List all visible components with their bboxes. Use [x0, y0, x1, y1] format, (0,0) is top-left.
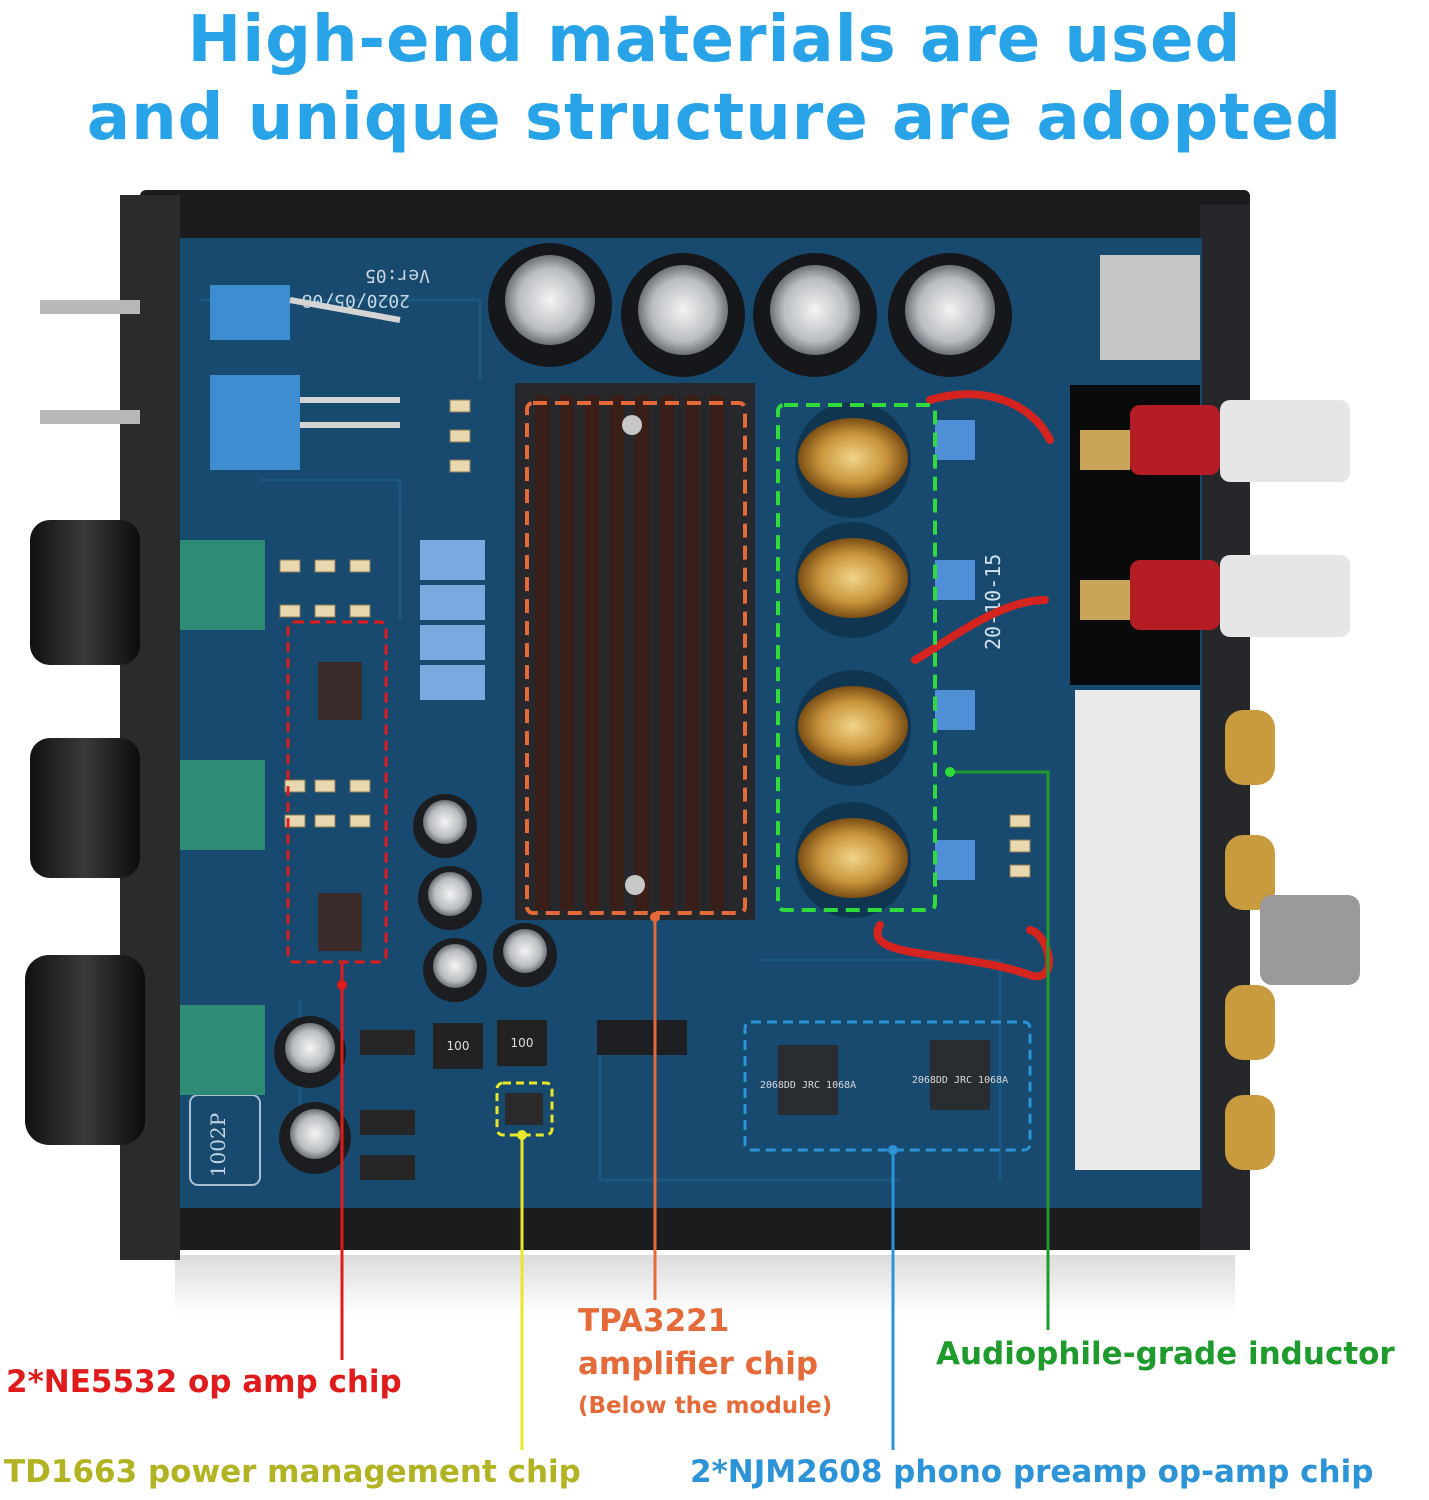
tpa3221-highlight [525, 401, 747, 915]
njm2608-chip-2 [930, 1040, 990, 1110]
ne5532-chip-1 [318, 662, 362, 720]
batch-text: 20-10-15 [981, 554, 1005, 650]
njm2608-chip-2-marking: 2068DD JRC 1068A [912, 1075, 1008, 1086]
inductor-l3 [795, 522, 911, 638]
njm2608-callout: 2*NJM2608 phono preamp op-amp chip [690, 1454, 1374, 1490]
tpa3221-callout-line-1: TPA3221 [578, 1303, 730, 1339]
pot-vr1 [180, 1005, 265, 1095]
ground-screw [1260, 895, 1360, 985]
toggle-lever-1 [40, 300, 140, 314]
inductor-leader [950, 770, 1050, 1330]
pot-vr3 [180, 540, 265, 630]
ne5532-highlight [286, 620, 388, 964]
knob-volume [25, 955, 145, 1145]
inductor-l4 [795, 402, 911, 518]
power-inductor-2-marking: 100 [511, 1036, 534, 1050]
version-text: Ver:05 [365, 265, 430, 286]
tpa3221-callout-line-3: (Below the module) [578, 1393, 833, 1419]
board-reflection [175, 1255, 1235, 1315]
pot-vr2 [180, 760, 265, 850]
ne5532-chip-2 [318, 893, 362, 951]
ne5532-callout: 2*NE5532 op amp chip [6, 1364, 402, 1400]
toggle-switch-2 [210, 375, 300, 470]
inductor-highlight [776, 403, 937, 912]
njm2608-highlight [743, 1020, 1032, 1152]
njm2608-chip-1-marking: 2068DD JRC 1068A [760, 1080, 856, 1091]
td1663-callout: TD1663 power management chip [4, 1454, 581, 1490]
rca-jack-block [1075, 690, 1200, 1170]
td1663-chip [505, 1093, 543, 1125]
speaker-terminal-positive [1080, 400, 1350, 482]
inductor-l2 [795, 670, 911, 786]
headline-line-1: High-end materials are used [187, 3, 1242, 77]
power-inductor-1-marking: 100 [447, 1039, 470, 1053]
speaker-terminal-negative [1080, 555, 1350, 637]
headline-line-2: and unique structure are adopted [86, 81, 1343, 155]
model-text: 1002P [206, 1113, 230, 1177]
inductor-l1 [795, 802, 911, 918]
toggle-switch-1 [210, 285, 290, 340]
logic-ic [597, 1020, 687, 1055]
knob-treble [30, 520, 140, 665]
knob-bass [30, 738, 140, 878]
dc-jack [1100, 255, 1200, 360]
toggle-lever-2 [40, 410, 140, 424]
power-inductor-2 [497, 1020, 547, 1066]
tpa3221-callout-line-2: amplifier chip [578, 1346, 819, 1382]
njm2608-chip-1 [778, 1045, 838, 1115]
power-inductor-1 [433, 1023, 483, 1069]
inductor-callout: Audiophile-grade inductor [936, 1336, 1395, 1372]
